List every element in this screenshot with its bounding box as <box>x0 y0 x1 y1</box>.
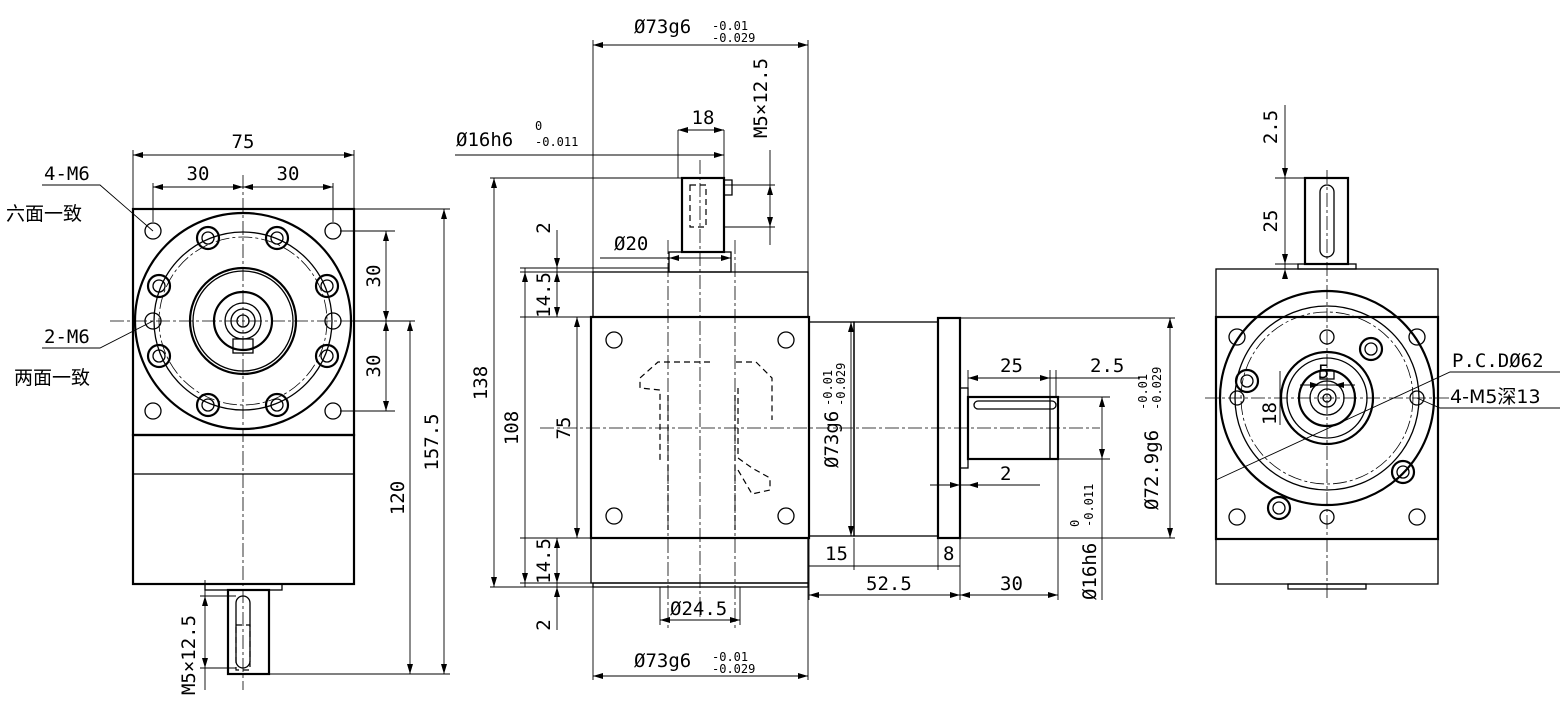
mid-dim-15: 15 <box>825 543 848 565</box>
mid-dim-75: 75 <box>553 417 575 440</box>
mid-side-dia-tol-upper: -0.01 <box>821 370 835 406</box>
left-motor-body <box>131 433 356 586</box>
mid-right-shaft-dia: Ø16h6 <box>1079 543 1101 600</box>
mid-top-dia: Ø73g6 <box>634 16 691 38</box>
mid-shaft-dia: Ø16h6 <box>456 129 513 151</box>
mid-dim-2: 2 <box>1000 463 1011 485</box>
mid-dim-52-5: 52.5 <box>866 573 912 595</box>
mid-dim-14-5-top: 14.5 <box>533 272 555 318</box>
right-dim-25: 25 <box>1260 210 1282 233</box>
mid-bottom-dia-tol-upper: -0.01 <box>712 650 748 664</box>
left-housing-square <box>131 207 356 437</box>
mid-top-dia-tol-upper: -0.01 <box>712 19 748 33</box>
hole-spec-a: 4-M6 <box>44 163 90 185</box>
mid-side-dia: Ø73g6 <box>821 411 843 468</box>
mid-dim-2-bottom: 2 <box>533 619 555 630</box>
right-view: 2.5 25 5 18 P.C.DØ62 4-M5深13 <box>1205 105 1560 600</box>
right-hole-spec: 4-M5深13 <box>1450 386 1541 408</box>
mid-thread: M5×12.5 <box>750 58 772 138</box>
left-pitch-right: 30 <box>277 163 300 185</box>
mid-bottom-dia: Ø73g6 <box>634 650 691 672</box>
right-key-dim-18: 18 <box>1259 402 1281 425</box>
mid-bottom-dia-tol-lower: -0.029 <box>712 662 755 676</box>
right-top-shaft <box>1303 176 1350 266</box>
mid-right-shaft-tol-upper: 0 <box>1068 520 1082 527</box>
mid-bottom-boss-dia: Ø24.5 <box>670 598 727 620</box>
mid-top-shaft <box>680 176 726 254</box>
left-shaft <box>226 588 271 676</box>
hole-spec-b: 2-M6 <box>44 326 90 348</box>
mid-shaft-tol-upper: 0 <box>535 119 542 133</box>
mid-dim-8: 8 <box>943 543 954 565</box>
left-bolt-holes <box>146 225 340 418</box>
mid-key-width: 18 <box>692 107 715 129</box>
mid-dim-2-top: 2 <box>533 222 555 233</box>
left-pitch-left: 30 <box>187 163 210 185</box>
left-v-pitch-top: 30 <box>363 265 385 288</box>
right-dim-2-5: 2.5 <box>1260 110 1282 144</box>
mid-dim-30: 30 <box>1000 573 1023 595</box>
mid-upper-body <box>592 271 809 318</box>
mid-boss-dia: Ø20 <box>614 233 648 255</box>
right-bolt-holes <box>1234 336 1416 521</box>
left-width-label: 75 <box>232 131 255 153</box>
mid-dim-2-5: 2.5 <box>1090 355 1124 377</box>
mid-flange-tol-lower: -0.029 <box>1150 367 1164 410</box>
mid-flange-dia: Ø72.9g6 <box>1141 430 1163 510</box>
left-thread: M5×12.5 <box>178 615 200 695</box>
mid-dim-108: 108 <box>501 411 523 445</box>
mid-dim-25: 25 <box>1000 355 1023 377</box>
mid-dim-138: 138 <box>470 366 492 400</box>
mid-top-dia-tol-lower: -0.029 <box>712 31 755 45</box>
mid-dim-14-5-bottom: 14.5 <box>533 538 555 584</box>
right-pcd: P.C.DØ62 <box>1452 350 1544 372</box>
left-v-pitch-bottom: 30 <box>363 355 385 378</box>
mid-shaft-tol-lower: -0.011 <box>535 135 578 149</box>
left-height-120: 120 <box>387 481 409 515</box>
left-view: 75 30 30 4-M6 六面一致 2-M6 两面一致 30 30 120 1… <box>6 131 450 695</box>
mid-flange-tol-upper: -0.01 <box>1136 374 1150 410</box>
middle-view: Ø73g6 -0.01 -0.029 18 Ø16h6 0 -0.011 M5×… <box>455 16 1175 680</box>
mid-right-shaft-tol-lower: -0.011 <box>1082 484 1096 527</box>
hole-note-a: 六面一致 <box>6 203 82 225</box>
right-key-dim-5: 5 <box>1318 361 1329 383</box>
hole-note-b: 两面一致 <box>14 367 90 389</box>
mid-side-dia-tol-lower: -0.029 <box>834 363 848 406</box>
left-height-157: 157.5 <box>421 413 443 470</box>
